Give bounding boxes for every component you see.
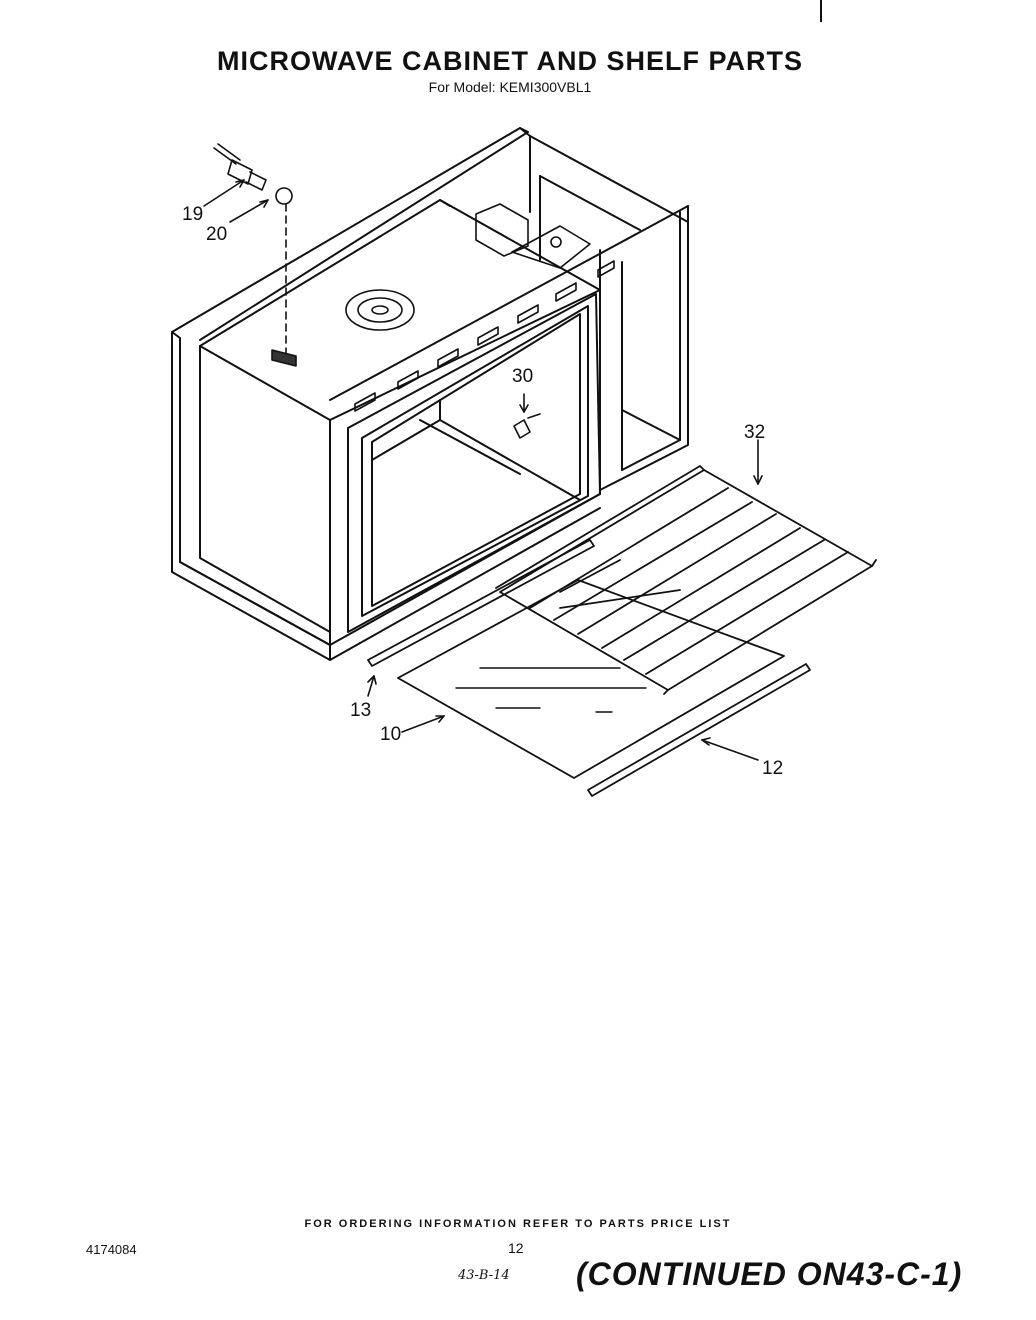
continued-note: (CONTINUED ON43-C-1) [576,1256,963,1292]
glass-tray [397,579,785,779]
callout-20: 20 [206,224,228,245]
page-number: 12 [508,1240,524,1256]
trim-strip-left [367,539,595,667]
shelf-rack [495,465,877,695]
vent-slots [354,260,615,412]
page-title: MICROWAVE CABINET AND SHELF PARTS [217,46,803,76]
trim-strip-right [587,663,811,797]
callout-13: 13 [350,700,372,721]
fastener-30 [513,413,541,439]
callout-10: 10 [380,724,402,745]
callout-12: 12 [762,758,784,779]
corner-mark [820,0,822,22]
cabinet-shell [171,127,689,661]
lamp-socket-and-bulb [213,143,297,367]
callout-32: 32 [744,422,766,443]
stirrer-cover [345,289,415,331]
rear-component [475,203,591,269]
document-number: 4174084 [86,1242,137,1257]
ordering-note: FOR ORDERING INFORMATION REFER TO PARTS … [304,1218,732,1230]
callout-30: 30 [512,366,534,387]
leader-arrows [203,179,763,761]
callout-19: 19 [182,204,204,225]
model-subtitle: For Model: KEMI300VBL1 [428,79,592,95]
handwritten-reference: 43-B-14 [458,1268,510,1283]
